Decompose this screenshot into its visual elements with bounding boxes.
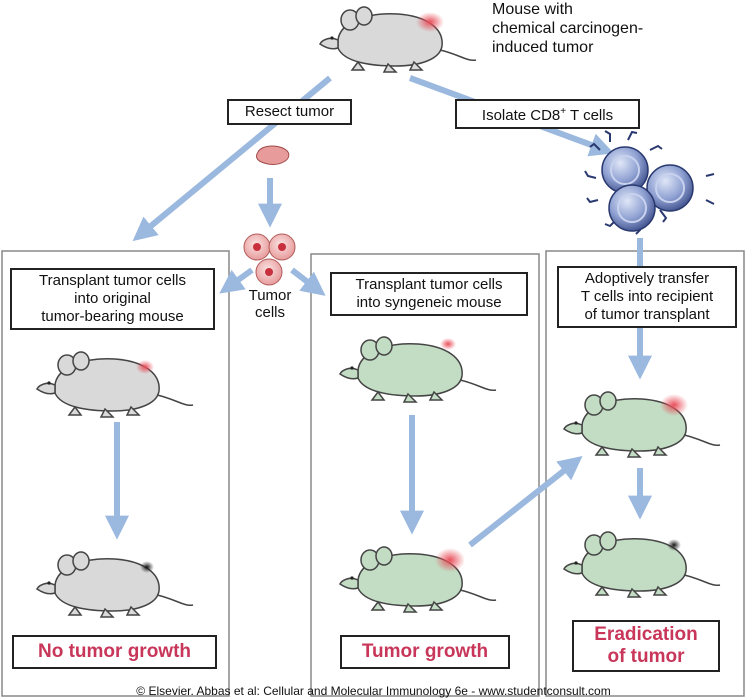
result-label: No tumor growth [37,641,192,662]
caption-line: cells [254,304,285,321]
tumor-spot [660,394,688,416]
cd8-t-cells-cluster [584,130,715,235]
caption-line: chemical carcinogen- [492,20,644,37]
left-mouse-upper [36,351,194,418]
tumor-spot [440,338,456,350]
caption-line: Tumor [248,287,292,304]
result-label: of tumor [607,646,685,667]
result-label: Eradication [594,624,698,645]
regressed-tumor-spot [140,561,154,573]
right-panel-result: Eradication of tumor [572,620,720,672]
left-mouse-lower [36,551,194,618]
tumor-spot [435,548,465,572]
caption-line: Mouse with [492,1,573,18]
instruction-line: of tumor transplant [584,306,710,323]
instruction-line: into syngeneic mouse [356,294,502,311]
left-panel-instruction: Transplant tumor cells into original tum… [10,268,215,330]
caption-line: induced tumor [492,39,594,56]
instruction-line: tumor-bearing mouse [41,308,184,325]
flow-arrows [105,75,652,548]
instruction-line: Transplant tumor cells [39,272,186,289]
instruction-line: Transplant tumor cells [355,276,503,293]
resect-tumor-box: Resect tumor [227,99,352,125]
result-label: Tumor growth [361,641,489,662]
panel-left-frame [1,250,230,697]
isolate-t-cells-box: Isolate CD8+ T cells [455,99,640,129]
instruction-line: Adoptively transfer [584,270,710,287]
arrow-middle-to-right [468,456,583,548]
top-mouse [319,6,477,73]
isolate-label: Isolate CD8 [481,107,561,124]
tumor-cells-cluster [243,233,296,286]
arrow-cells-to-left [219,267,254,294]
tumor-cells-caption: Tumor cells [246,287,294,321]
panel-middle-frame [310,253,540,697]
middle-mouse-lower [339,546,497,613]
middle-panel-instruction: Transplant tumor cells into syngeneic mo… [330,272,528,316]
arrow-cells-to-middle [290,267,326,296]
right-mouse-upper [563,391,721,458]
middle-mouse-upper [339,336,497,403]
right-panel-instruction: Adoptively transfer T cells into recipie… [557,266,737,328]
isolate-label-tail: T cells [566,107,614,124]
resected-tumor-piece [255,145,290,165]
panel-right-frame [545,250,745,697]
copyright-footer: © Elsevier. Abbas et al: Cellular and Mo… [136,684,611,698]
tumor-spot [136,360,154,374]
source-mouse-caption: Mouse with chemical carcinogen- induced … [492,0,643,57]
middle-panel-result: Tumor growth [340,635,510,669]
right-mouse-lower [563,531,721,598]
tumor-spot [416,12,444,32]
instruction-line: into original [74,290,151,307]
instruction-line: T cells into recipient [580,288,714,305]
regressed-tumor-spot [667,539,681,551]
isolate-superscript: + [560,106,567,117]
left-panel-result: No tumor growth [12,635,217,669]
resect-tumor-label: Resect tumor [244,103,335,120]
